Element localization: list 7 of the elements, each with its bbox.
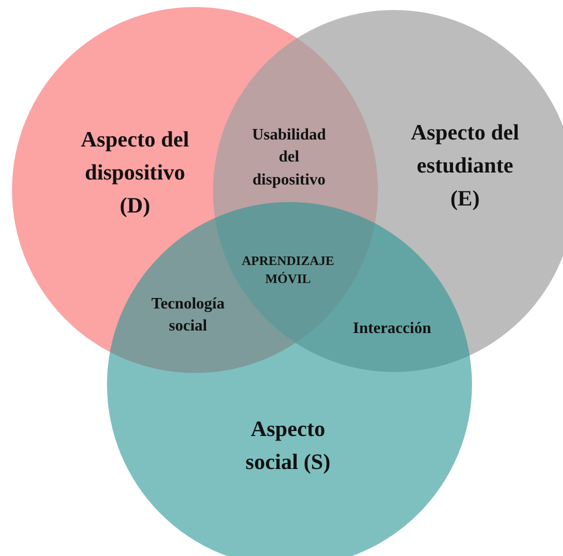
overlap-label: Interacción bbox=[352, 318, 432, 339]
overlap-label: APRENDIZAJE MÓVIL bbox=[240, 252, 336, 288]
overlap-label: Tecnología social bbox=[150, 294, 226, 337]
circle-title: Aspecto del dispositivo (D) bbox=[80, 126, 190, 220]
circle-title: Aspecto social (S) bbox=[244, 415, 332, 476]
circle-title: Aspecto del estudiante (E) bbox=[410, 118, 520, 212]
overlap-label: Usabilidad del dispositivo bbox=[251, 125, 327, 190]
